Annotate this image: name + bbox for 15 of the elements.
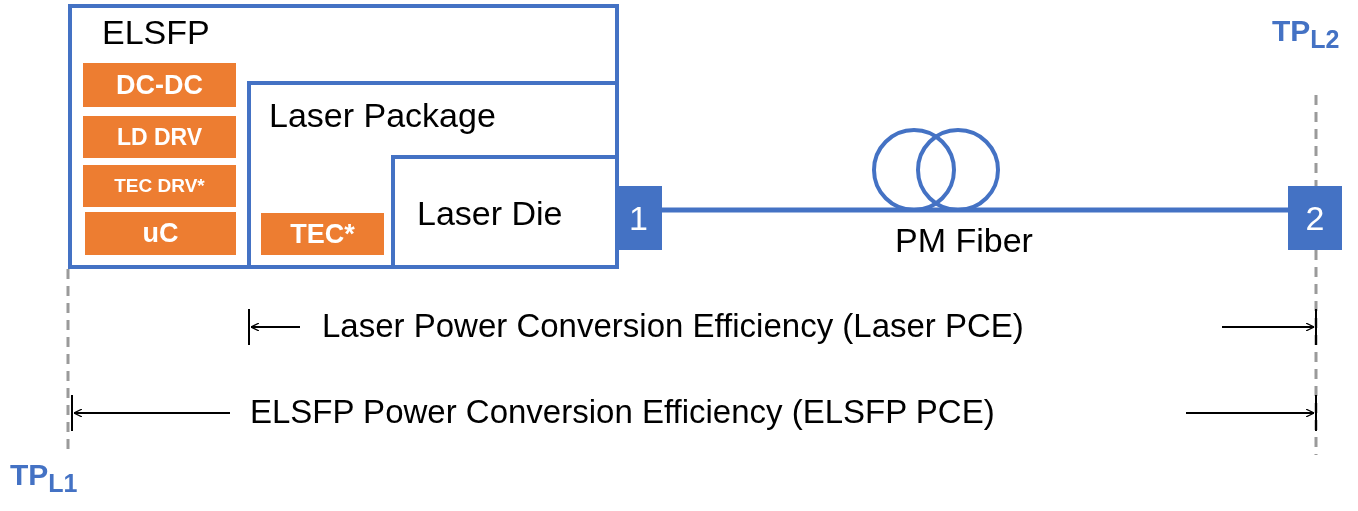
box-title: Laser Package <box>269 97 496 135</box>
test-point-label: TP$_{L2}$ <box>1272 14 1340 54</box>
port-box: 2 <box>1288 186 1342 250</box>
box-title: Laser Die <box>417 195 563 233</box>
test-point-label: TP$_{L1}$ <box>10 458 78 498</box>
box-title: ELSFP <box>102 14 210 52</box>
module-box <box>68 4 619 269</box>
component-block: DC-DC <box>83 63 236 107</box>
component-block: TEC DRV* <box>83 165 236 207</box>
component-block: TEC* <box>261 213 384 255</box>
component-block: LD DRV <box>83 116 236 158</box>
fiber-line <box>662 207 1288 213</box>
component-block: uC <box>85 212 236 255</box>
dimension-label: ELSFP Power Conversion Efficiency (ELSFP PCE) <box>250 394 995 431</box>
dimension-label: Laser Power Conversion Efficiency (Laser PCE) <box>322 308 1024 345</box>
